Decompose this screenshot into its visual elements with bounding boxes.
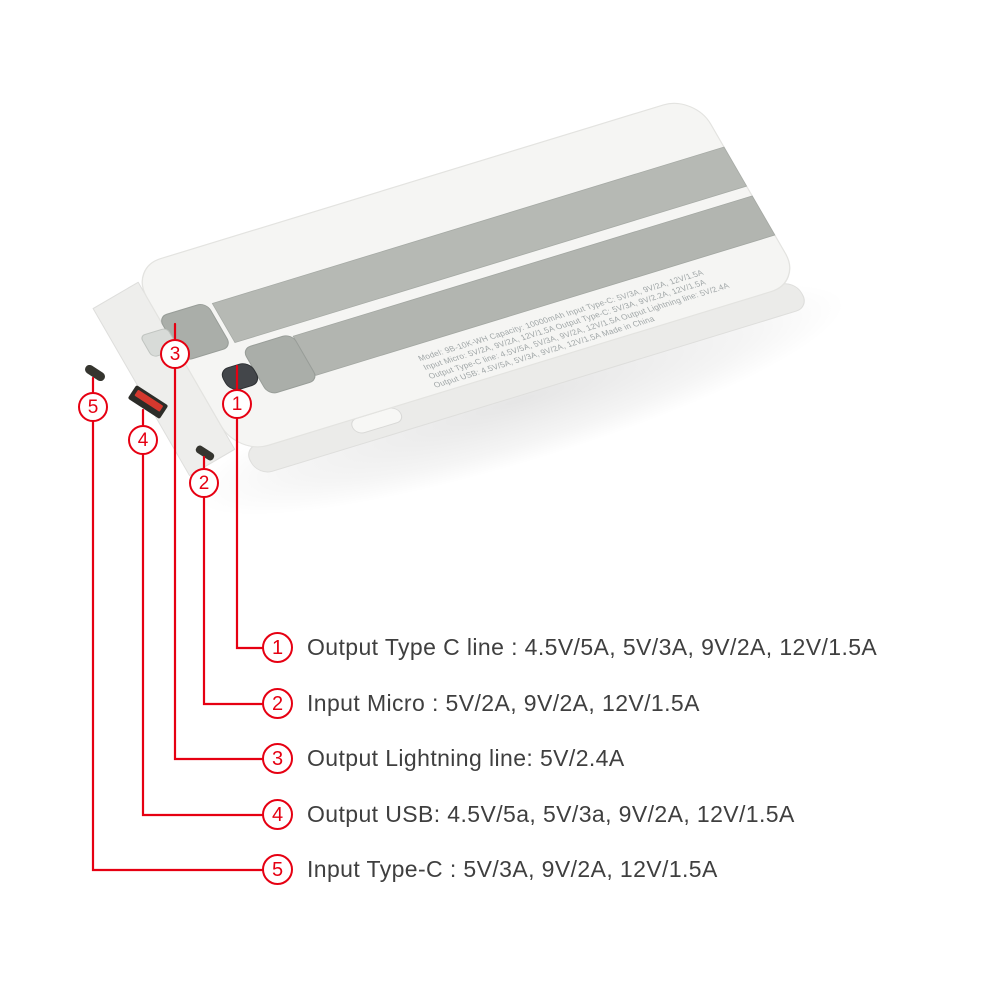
legend-number-4: 4	[262, 799, 293, 830]
callout-5-type-c-input: 5	[78, 392, 108, 422]
legend-number-5: 5	[262, 854, 293, 885]
legend-number-2: 2	[262, 688, 293, 719]
legend-item-3: 3 Output Lightning line: 5V/2.4A	[262, 743, 625, 774]
lightning-cable-stripe	[211, 146, 748, 344]
usb-a-red-tongue	[134, 390, 163, 412]
legend-label-2: Input Micro : 5V/2A, 9V/2A, 12V/1.5A	[307, 690, 700, 716]
leader-line-4	[141, 408, 264, 817]
leader-line-2	[202, 455, 264, 706]
legend-number-3: 3	[262, 743, 293, 774]
callout-4-usb-output: 4	[128, 425, 158, 455]
usb-a-output-port	[128, 385, 168, 419]
leader-lines	[91, 322, 264, 872]
callout-2-micro-input: 2	[189, 468, 219, 498]
legend-item-2: 2 Input Micro : 5V/2A, 9V/2A, 12V/1.5A	[262, 688, 700, 719]
micro-usb-input-port	[195, 445, 215, 461]
leader-line-5	[91, 376, 264, 872]
power-bank-body: Model: 9B-10K-WH Capacity: 10000mAh Inpu…	[92, 102, 805, 477]
legend-label-1: Output Type C line : 4.5V/5A, 5V/3A, 9V/…	[307, 634, 878, 660]
legend-number-1: 1	[262, 632, 293, 663]
legend-item-4: 4 Output USB: 4.5V/5a, 5V/3a, 9V/2A, 12V…	[262, 799, 795, 830]
legend-item-5: 5 Input Type-C : 5V/3A, 9V/2A, 12V/1.5A	[262, 854, 718, 885]
type-c-connector	[221, 335, 316, 394]
legend-label-5: Input Type-C : 5V/3A, 9V/2A, 12V/1.5A	[307, 856, 718, 882]
legend-label-4: Output USB: 4.5V/5a, 5V/3a, 9V/2A, 12V/1…	[307, 801, 795, 827]
type-c-tip	[221, 363, 259, 390]
callout-1-type-c-output-line: 1	[222, 389, 252, 419]
leader-line-1	[235, 364, 264, 650]
legend-item-1: 1 Output Type C line : 4.5V/5A, 5V/3A, 9…	[262, 632, 877, 663]
type-c-input-port	[85, 364, 105, 382]
legend-label-3: Output Lightning line: 5V/2.4A	[307, 745, 625, 771]
leader-line-3	[173, 322, 264, 761]
callout-3-lightning-output-line: 3	[160, 339, 190, 369]
